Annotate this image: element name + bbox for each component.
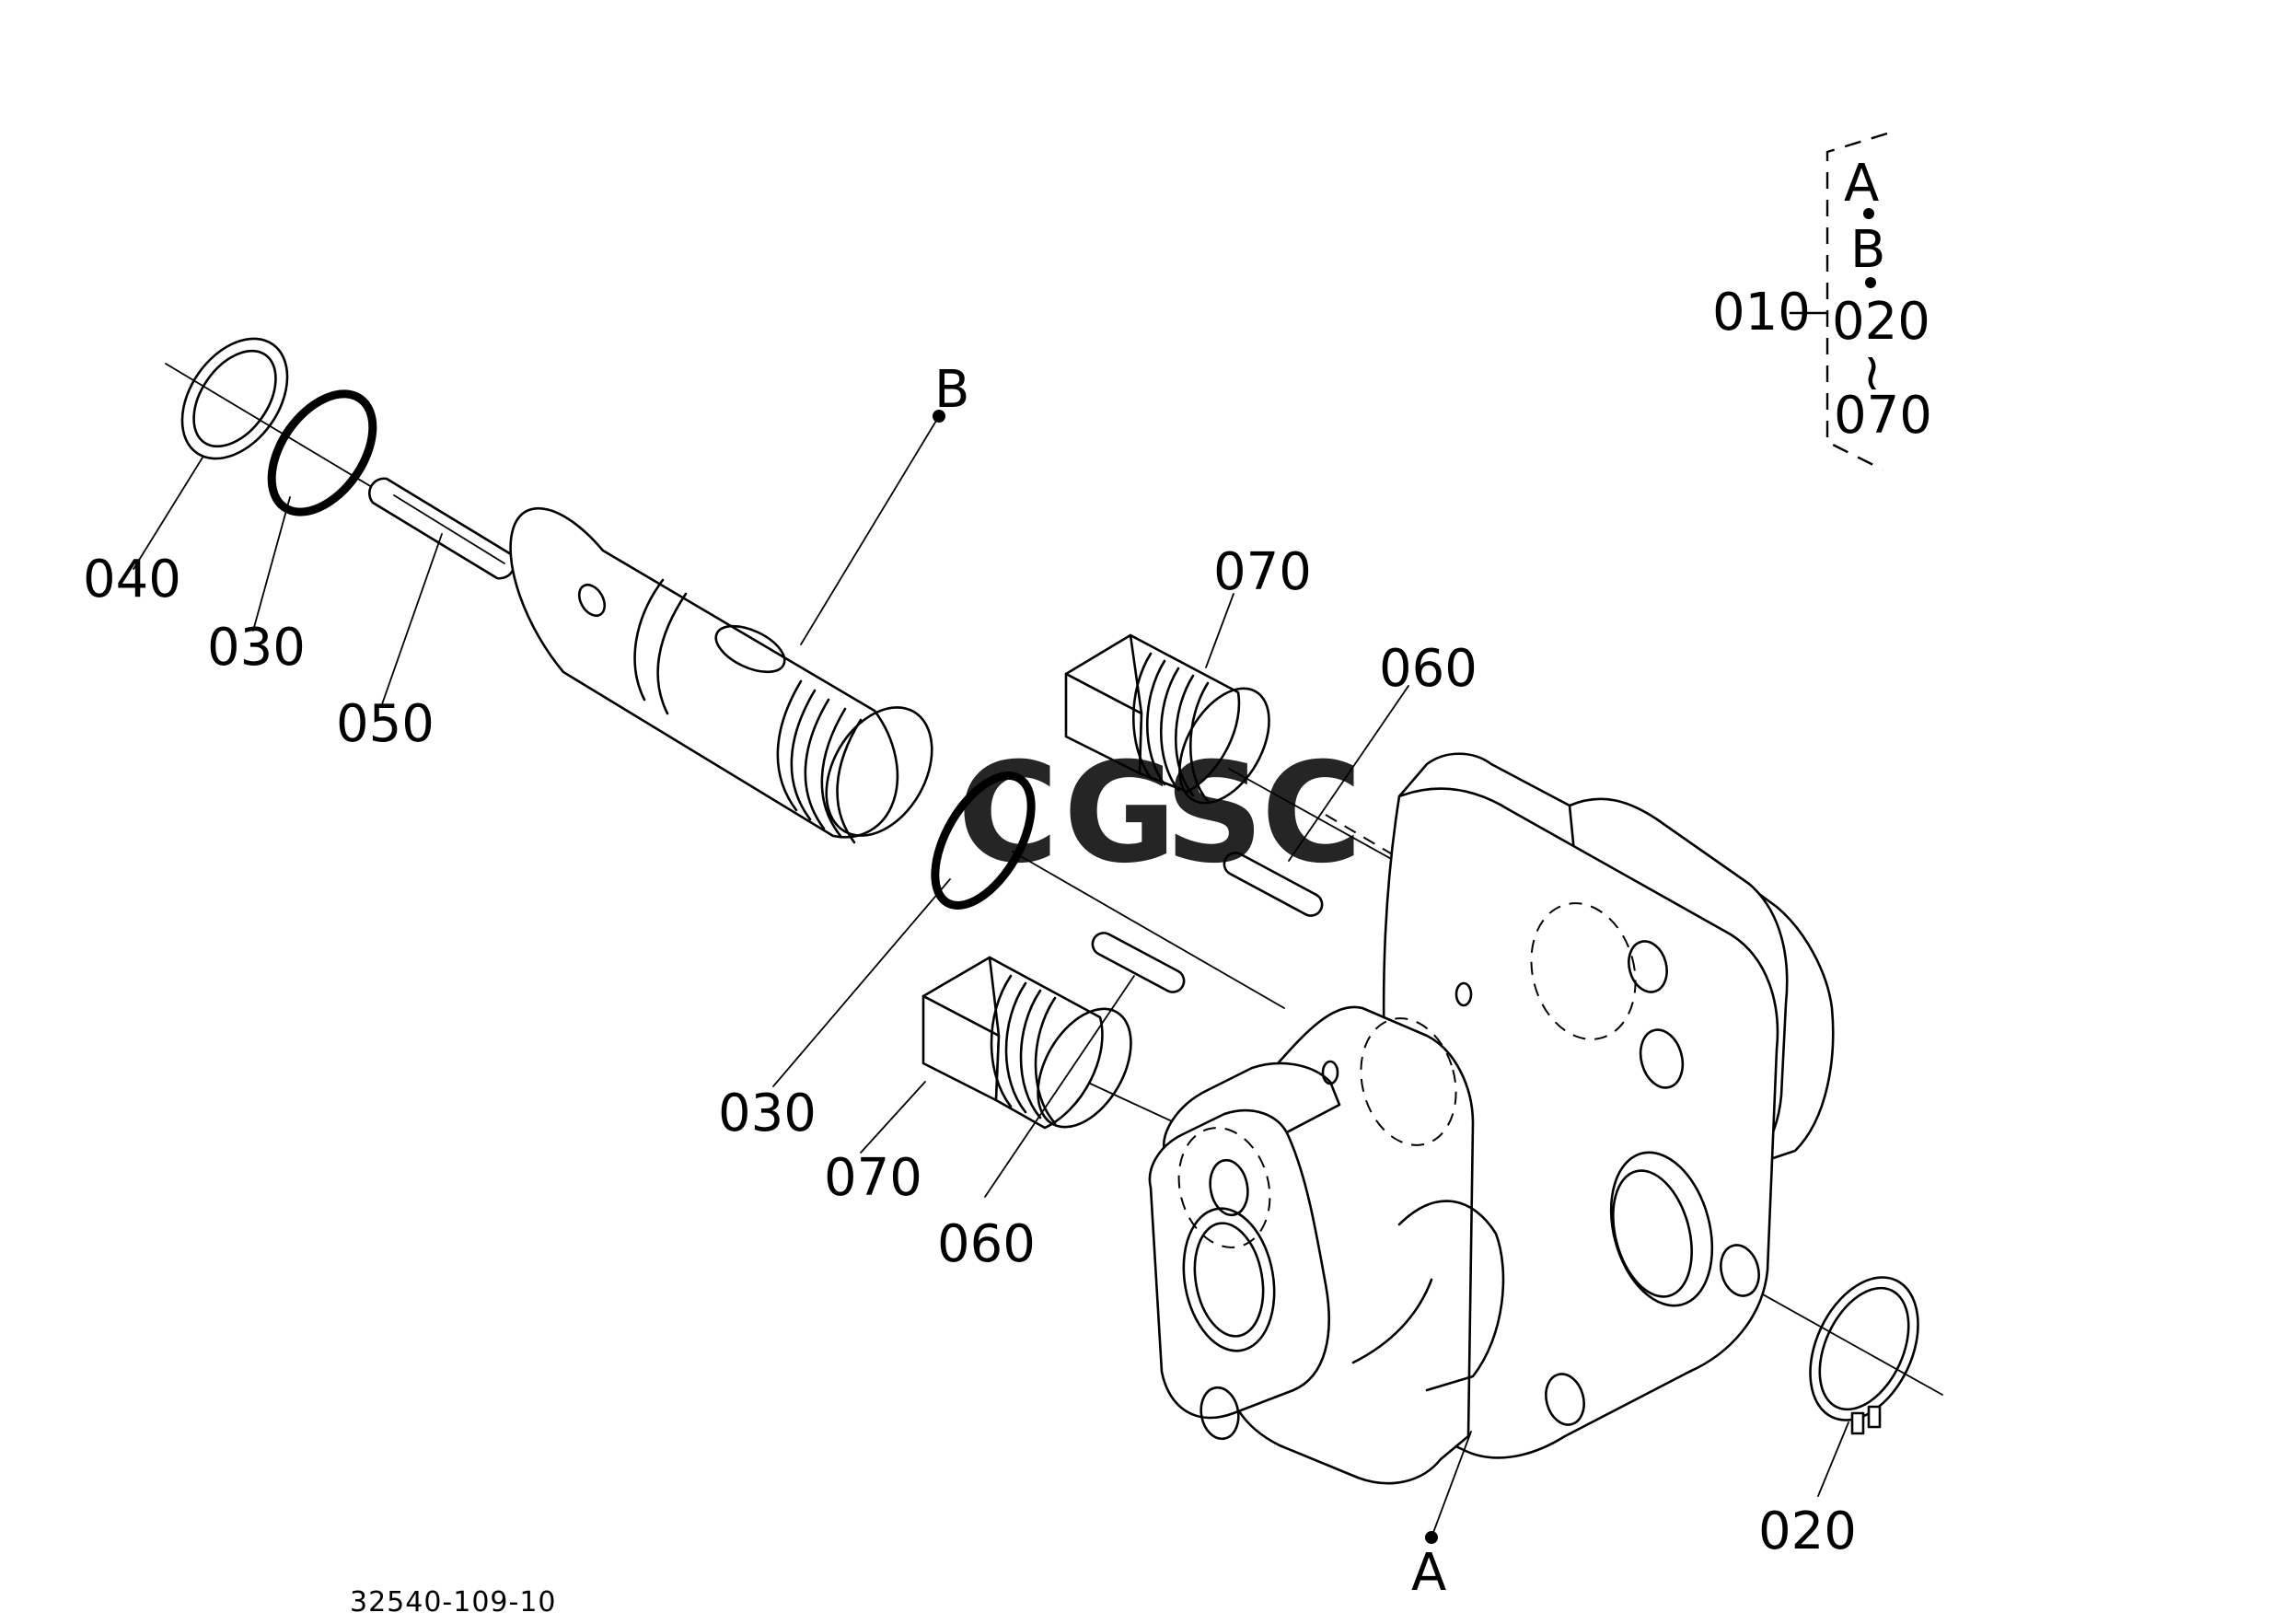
watermark-logo: C G S C [957, 734, 1362, 894]
part-060-pin-bottom [1091, 932, 1186, 993]
callout-030-top: 030 [207, 618, 306, 678]
callout-070-top: 070 [1213, 542, 1312, 602]
legend-range-end: 070 [1834, 386, 1932, 446]
legend-range-tilde: ~ [1843, 352, 1903, 395]
callout-ref-a: A [1411, 1543, 1446, 1603]
watermark-letter-g: G [1063, 734, 1176, 894]
callout-labels: 040 030 050 B 070 060 030 070 060 020 A [83, 360, 1857, 1603]
part-040-washer [180, 337, 289, 460]
legend-ref-a: A [1844, 154, 1879, 214]
legend-ref-b: B [1850, 220, 1885, 280]
callout-050: 050 [336, 694, 435, 754]
part-070-plug-top [1064, 633, 1270, 805]
watermark-letter-s: S [1165, 734, 1264, 894]
part-030-o-ring-middle [931, 771, 1036, 910]
part-020-snap-ring [1809, 1276, 1919, 1435]
part-060-pin-top [1223, 852, 1324, 917]
part-030-o-ring-top [267, 389, 377, 516]
callout-060-bottom: 060 [937, 1214, 1036, 1274]
watermark-letter-c2: C [1261, 734, 1362, 894]
leader-lines [133, 410, 1849, 1544]
assembly-legend: A B 010 020 ~ 070 [1712, 132, 1932, 471]
callout-ref-b: B [934, 360, 969, 420]
callout-040: 040 [83, 550, 181, 609]
legend-range-start: 020 [1832, 292, 1930, 352]
callout-060-top: 060 [1379, 639, 1478, 699]
callout-020: 020 [1758, 1502, 1857, 1561]
part-070-plug-bottom [921, 956, 1132, 1130]
callout-030-middle: 030 [718, 1084, 817, 1143]
callout-070-bottom: 070 [824, 1148, 922, 1208]
valve-body-housing [1148, 752, 1835, 1485]
legend-assembly-number: 010 [1712, 283, 1811, 342]
drawing-number: 32540-109-10 [350, 1586, 557, 1618]
part-050-spring-pin [368, 477, 516, 580]
spool-shaft [509, 506, 933, 844]
watermark-letter-c1: C [957, 734, 1059, 894]
